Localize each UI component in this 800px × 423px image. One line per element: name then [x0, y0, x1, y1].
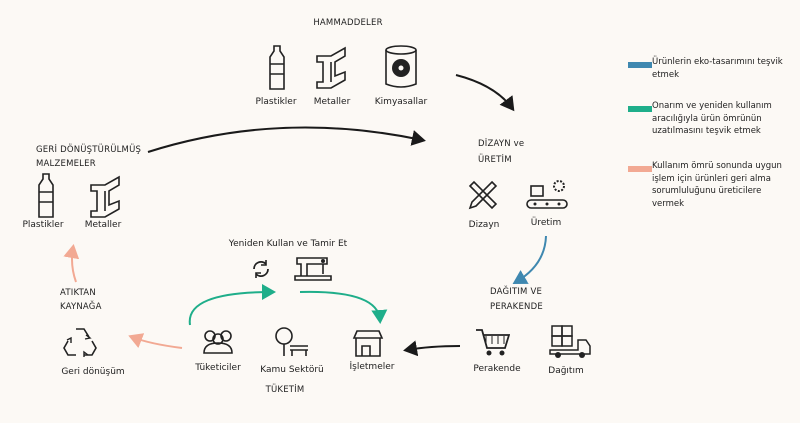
arrow-raw-to-design — [455, 74, 515, 112]
refresh-cycle-icon — [253, 260, 269, 278]
legend-swatch-green — [628, 106, 652, 112]
legend-swatch-blue — [628, 62, 652, 68]
plastic-bottle-icon — [269, 45, 285, 90]
recycled-plastics-label: Plastikler — [22, 220, 64, 230]
consumers-label: Tüketiciler — [195, 363, 241, 373]
recycle-icon — [63, 328, 97, 357]
metal-beam-icon — [316, 46, 346, 89]
legend-text-eco-design: Ürünlerin eko-tasarımını teşvik etmek — [652, 57, 783, 80]
delivery-truck-icon — [549, 325, 591, 358]
arrow-recycling-to-materials — [63, 244, 80, 283]
recycled-metal-beam-icon — [90, 175, 120, 218]
businesses-label: İşletmeler — [349, 362, 395, 372]
arrow-design-to-distribution — [512, 235, 547, 285]
arrow-consumer-to-recycling — [128, 333, 183, 349]
recycled-title-line1: GERİ DÖNÜŞTÜRÜLMÜŞ — [36, 145, 142, 155]
reuse-repair-title: Yeniden Kullan ve Tamir Et — [228, 239, 348, 249]
ruler-pencil-icon — [468, 180, 498, 210]
public-sector-park-icon — [275, 327, 308, 356]
recycled-title-line2: MALZEMELER — [36, 159, 96, 169]
distribution-title-line2: PERAKENDE — [490, 302, 543, 312]
waste-title-line2: KAYNAĞA — [60, 302, 102, 312]
recycled-plastic-bottle-icon — [38, 173, 54, 218]
arrow-reuse-to-business — [299, 290, 388, 324]
factory-conveyor-icon — [526, 180, 568, 209]
legend-text-take-back: Kullanım ömrü sonunda uygun işlem için ü… — [652, 161, 782, 209]
shopping-cart-icon — [476, 329, 510, 356]
public-sector-label: Kamu Sektörü — [260, 365, 324, 375]
retail-label: Perakende — [473, 364, 521, 374]
distribution-label: Dağıtım — [548, 366, 584, 376]
legend-swatch-salmon — [628, 166, 652, 172]
production-label: Üretim — [530, 218, 562, 228]
distribution-title-line1: DAĞITIM VE — [490, 287, 543, 297]
recycling-label: Geri dönüşüm — [61, 367, 125, 377]
raw-chemicals-label: Kimyasallar — [374, 97, 428, 107]
legend-text-repair-reuse: Onarım ve yeniden kullanım aracılığıyla … — [652, 101, 772, 136]
store-icon — [352, 330, 384, 357]
design-title-line2: ÜRETİM — [478, 155, 512, 165]
arrow-retail-to-business — [403, 340, 461, 357]
design-label: Dizayn — [468, 220, 500, 230]
raw-materials-title: HAMMADDELER — [313, 18, 383, 28]
waste-title-line1: ATIKTAN — [60, 288, 96, 298]
consumption-title: TÜKETİM — [265, 385, 305, 395]
arrow-consumer-to-reuse — [188, 284, 276, 326]
raw-plastics-label: Plastikler — [255, 97, 297, 107]
sewing-machine-icon — [294, 257, 332, 281]
recycled-metals-label: Metaller — [84, 220, 122, 230]
design-title-line1: DİZAYN ve — [478, 139, 525, 149]
chemical-barrel-icon — [385, 45, 417, 88]
arrow-recycled-to-design — [147, 126, 426, 153]
consumers-group-icon — [203, 330, 233, 354]
raw-metals-label: Metaller — [313, 97, 351, 107]
